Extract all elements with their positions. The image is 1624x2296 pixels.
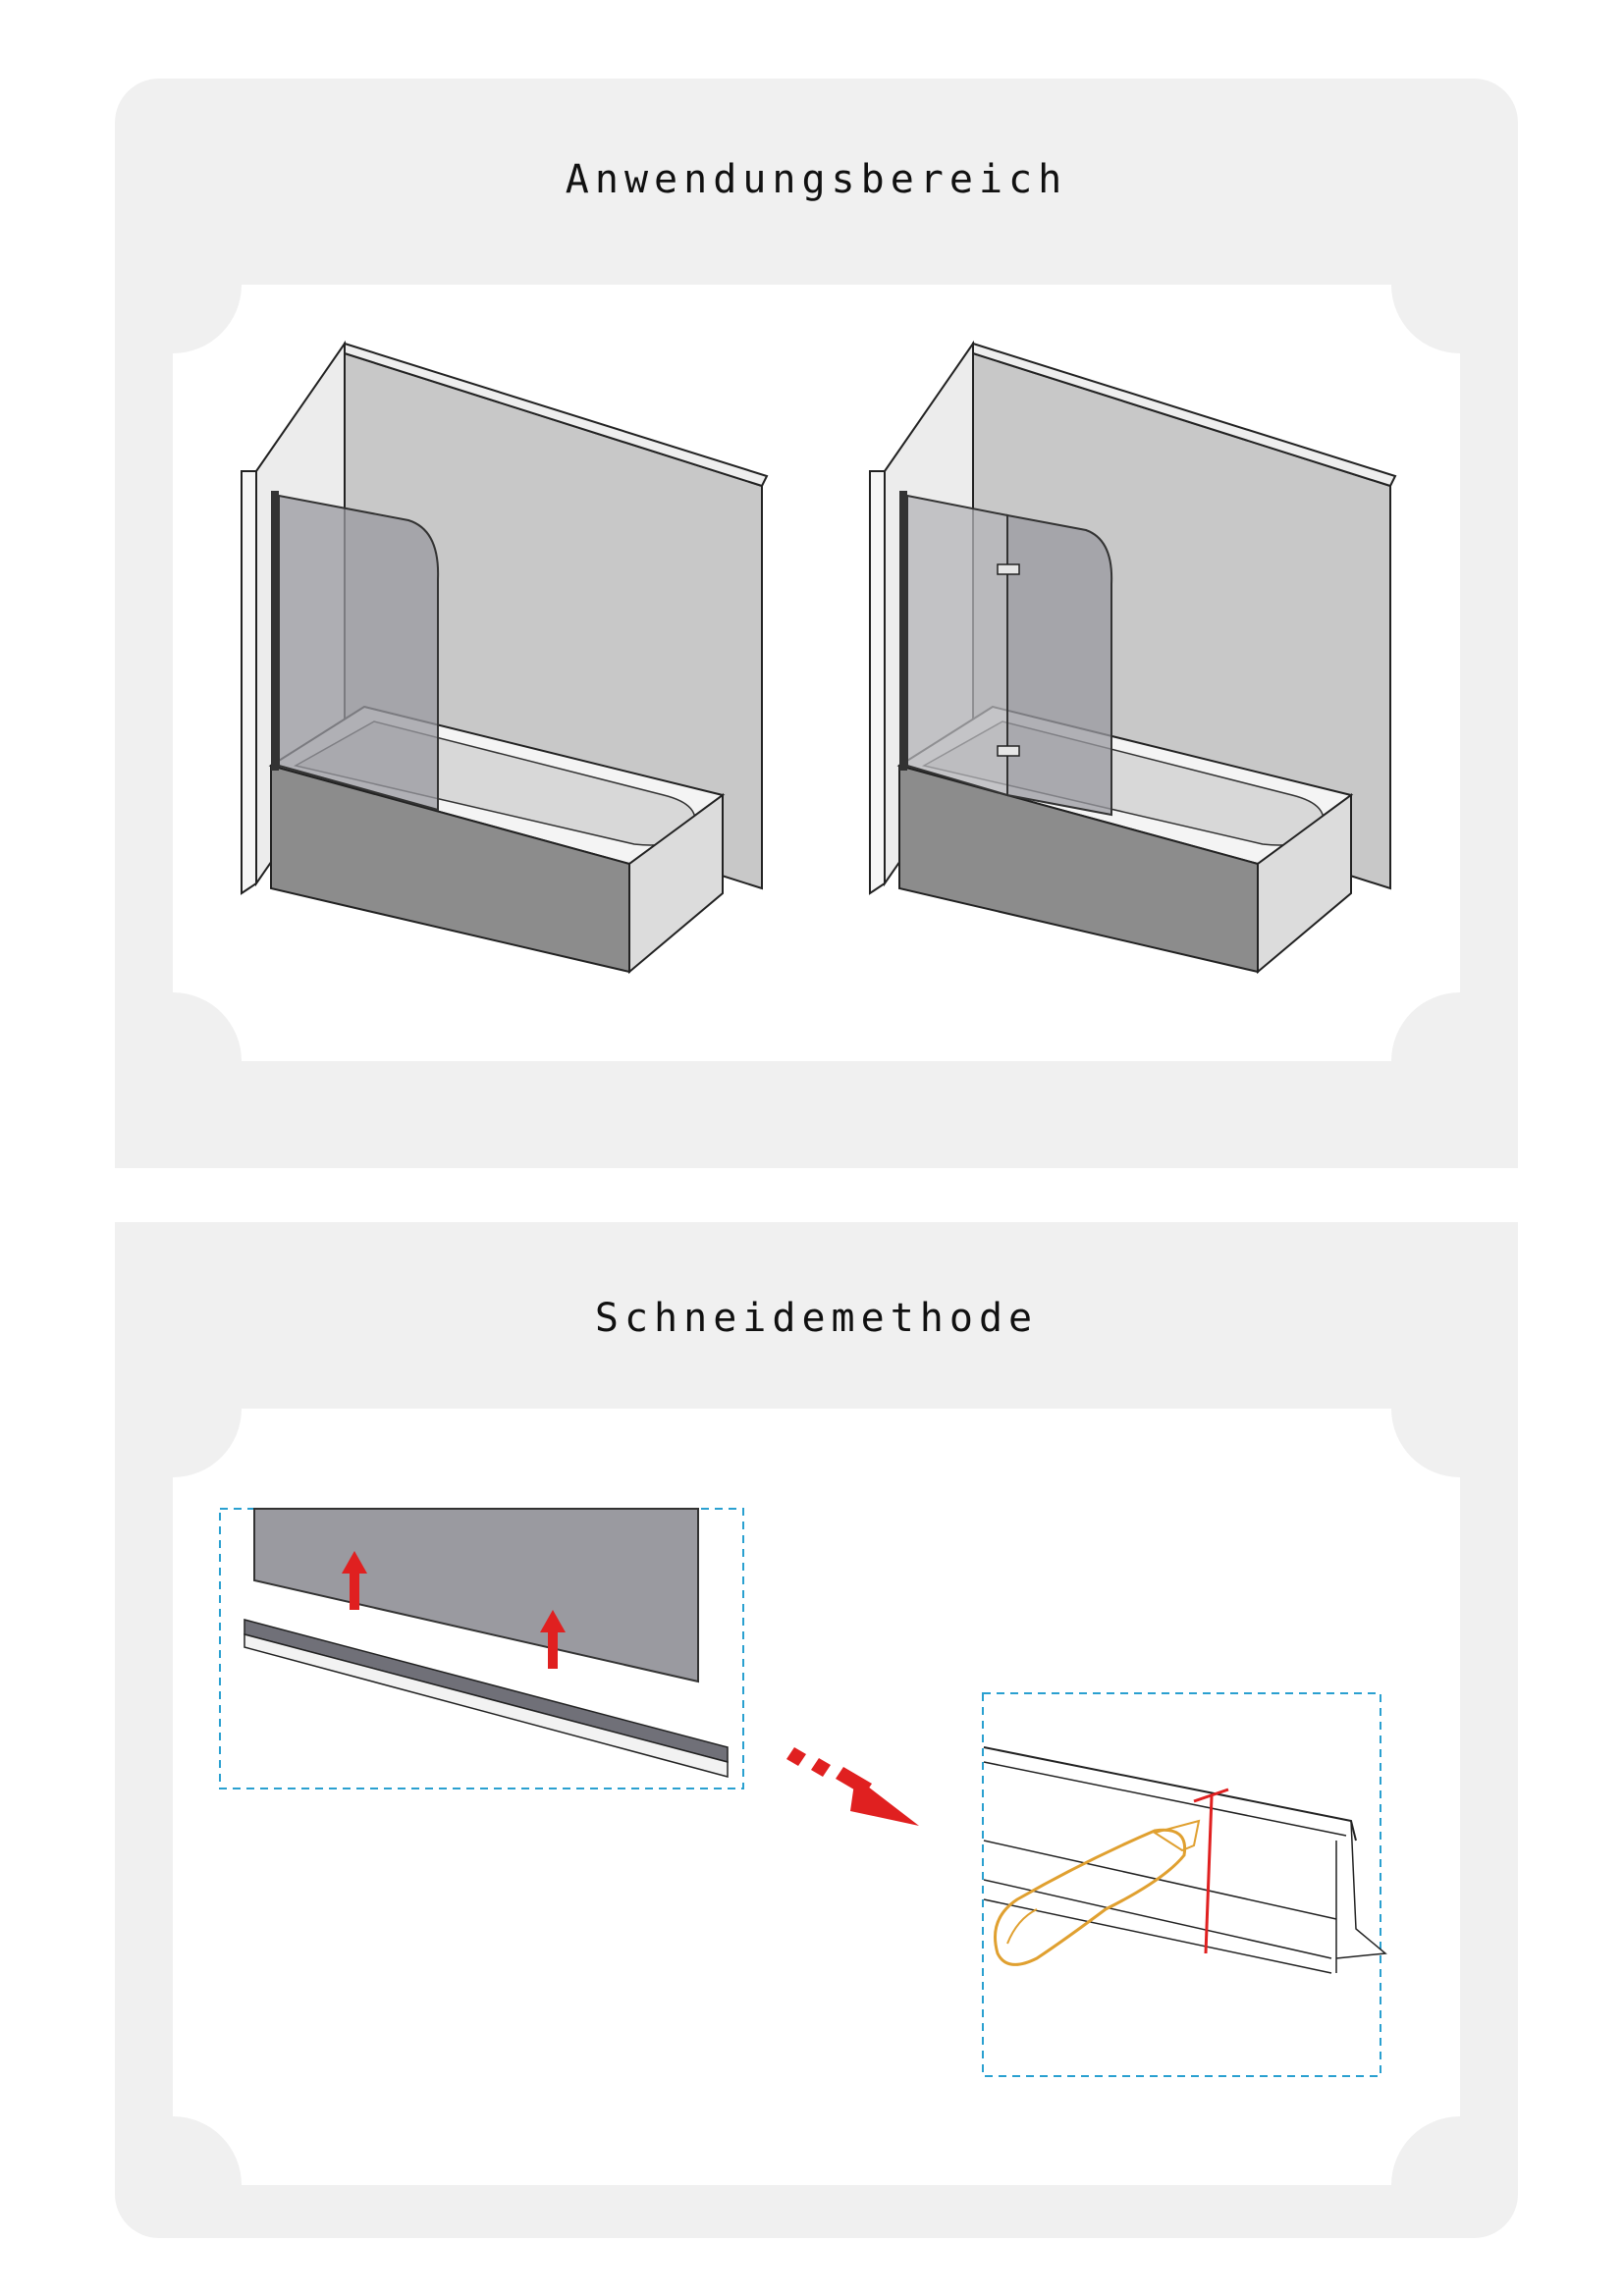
illustration-card — [173, 1409, 1460, 2185]
single-panel-screen-icon — [241, 340, 769, 975]
illustration-card — [173, 285, 1460, 1061]
red-arrow-icon — [342, 1551, 367, 1610]
two-panel-screen-icon — [869, 340, 1397, 975]
red-arrow-icon — [540, 1610, 566, 1669]
section-anwendungsbereich: Anwendungsbereich — [115, 79, 1518, 1168]
knife-cutting-icon — [982, 1692, 1387, 2077]
red-arrow-icon — [786, 1747, 919, 1826]
section-title: Schneidemethode — [594, 1296, 1039, 1341]
section-schneidemethode: Schneidemethode — [115, 1222, 1518, 2238]
application-illustrations — [173, 285, 1460, 1061]
seal-strip-attach-icon — [219, 1508, 744, 1789]
section-title: Anwendungsbereich — [565, 157, 1068, 202]
cutting-illustrations — [173, 1409, 1460, 2185]
